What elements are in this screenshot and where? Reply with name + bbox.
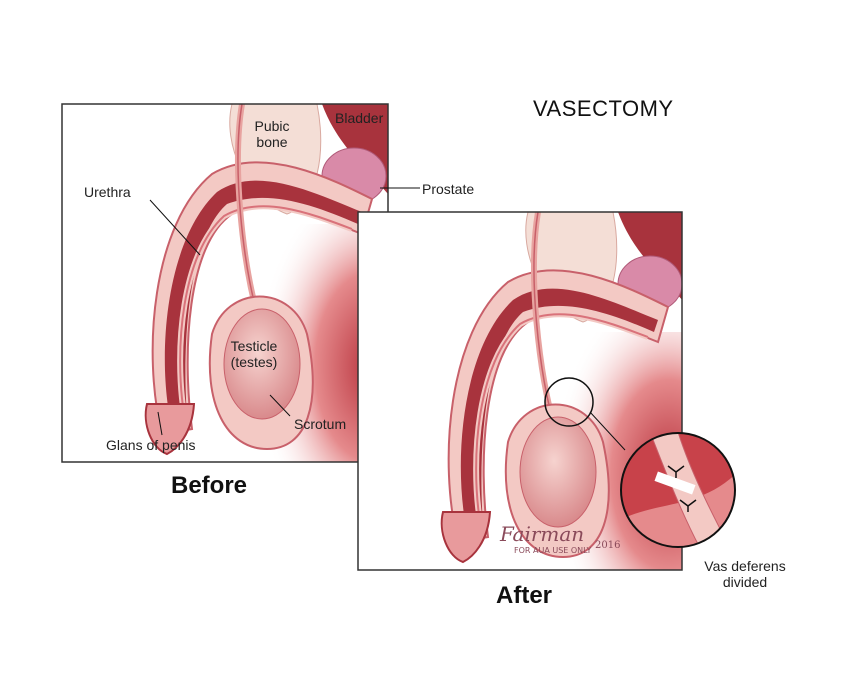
label-scrotum: Scrotum <box>294 416 347 432</box>
signature-note: FOR AUA USE ONLY <box>514 546 592 555</box>
diagram-title: VASECTOMY <box>533 96 674 121</box>
inset-vas-deferens <box>621 433 735 547</box>
signature-year: 2016 <box>595 540 621 551</box>
label-vas-deferens-divided: Vas deferens divided <box>704 558 786 590</box>
after-caption: After <box>496 582 553 609</box>
magnify-circle <box>544 377 594 427</box>
label-testicle: Testicle (testes) <box>230 338 278 370</box>
signature: Fairman 2016 FOR AUA USE ONLY <box>500 522 620 555</box>
suture-top <box>667 465 685 478</box>
label-glans: Glans of penis <box>106 437 196 453</box>
signature-name: Fairman <box>500 522 585 546</box>
vas-cut-gap <box>552 392 564 397</box>
before-panel <box>62 104 388 462</box>
after-frame <box>357 211 683 571</box>
label-pubic-bone: Pubic bone <box>254 118 290 150</box>
inset-frame <box>620 432 736 548</box>
label-urethra: Urethra <box>84 184 131 200</box>
before-caption: Before <box>171 472 248 499</box>
label-bladder: Bladder <box>335 110 384 126</box>
after-panel <box>358 212 684 570</box>
label-prostate: Prostate <box>422 181 475 197</box>
label-leaders <box>149 187 420 436</box>
suture-bottom <box>679 499 697 512</box>
magnify-connector <box>589 411 626 451</box>
